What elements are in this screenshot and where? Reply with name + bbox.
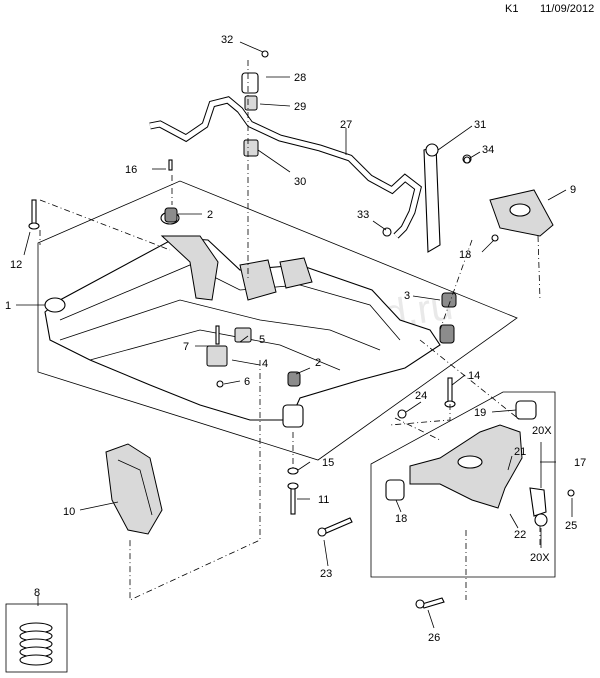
bolt-6	[216, 380, 224, 388]
callout-19: 19	[474, 407, 486, 419]
callout-31: 31	[474, 119, 486, 131]
lower-control-arm	[385, 400, 548, 527]
callout-5: 5	[259, 334, 265, 346]
callout-16: 16	[125, 164, 137, 176]
leader-lines	[16, 41, 573, 629]
bolt-26	[415, 597, 445, 609]
callout-13: 13	[459, 249, 471, 261]
nut-24	[397, 409, 407, 419]
callout-26: 26	[428, 632, 440, 644]
callout-21: 21	[514, 446, 526, 458]
callout-1: 1	[5, 300, 11, 312]
callout-4: 4	[262, 358, 268, 370]
callout-8: 8	[34, 587, 40, 599]
callout-2-upper: 2	[207, 209, 213, 221]
callout-29: 29	[294, 101, 306, 113]
callout-2-lower: 2	[315, 357, 321, 369]
spring-box-frame	[5, 603, 68, 673]
callout-6: 6	[244, 376, 250, 388]
diagram-date: 11/09/2012	[540, 3, 595, 15]
washer-15	[287, 467, 299, 475]
callout-11: 11	[318, 494, 329, 506]
lower-arm-group-frame	[370, 391, 556, 578]
bolt-12	[28, 199, 40, 230]
callout-labels: 1 2 2 3 4 5 6 7 8 9 10 11 12 13 14 15 16…	[5, 34, 586, 644]
nut-34	[463, 156, 471, 164]
callout-14: 14	[468, 370, 480, 382]
subframe-group-frame	[37, 180, 518, 461]
bolt-11	[287, 482, 299, 515]
knuckle-bracket	[489, 189, 554, 242]
stabilizer-link	[382, 143, 472, 253]
callout-25: 25	[565, 520, 577, 532]
callout-18: 18	[395, 513, 407, 525]
coil-spring	[19, 622, 53, 666]
diagram-code: K1	[505, 3, 519, 15]
callout-12: 12	[10, 259, 22, 271]
bolt-23	[317, 517, 353, 537]
callout-17: 17	[574, 457, 586, 469]
callout-24: 24	[415, 390, 427, 402]
bolt-7	[215, 325, 220, 345]
callout-10: 10	[63, 506, 75, 518]
bolt-14	[444, 377, 456, 408]
callout-7: 7	[183, 341, 189, 353]
bolt-16	[168, 159, 173, 171]
callout-9: 9	[570, 184, 576, 196]
nut-25	[567, 489, 575, 497]
callout-33: 33	[357, 209, 369, 221]
callout-30: 30	[294, 176, 306, 188]
callout-15: 15	[322, 457, 334, 469]
callout-23: 23	[320, 568, 332, 580]
callout-34: 34	[482, 144, 494, 156]
heat-shield	[105, 443, 163, 535]
front-subframe	[44, 207, 457, 428]
callout-32: 32	[221, 34, 233, 46]
callout-20x-upper: 20X	[532, 425, 552, 437]
callout-22: 22	[514, 529, 526, 541]
callout-20x-lower: 20X	[530, 552, 550, 564]
stabilizer-bushing-clamp	[241, 50, 269, 157]
callout-28: 28	[294, 72, 306, 84]
callout-3: 3	[404, 290, 410, 302]
stabilizer-bar	[149, 96, 422, 239]
callout-27: 27	[340, 119, 352, 131]
